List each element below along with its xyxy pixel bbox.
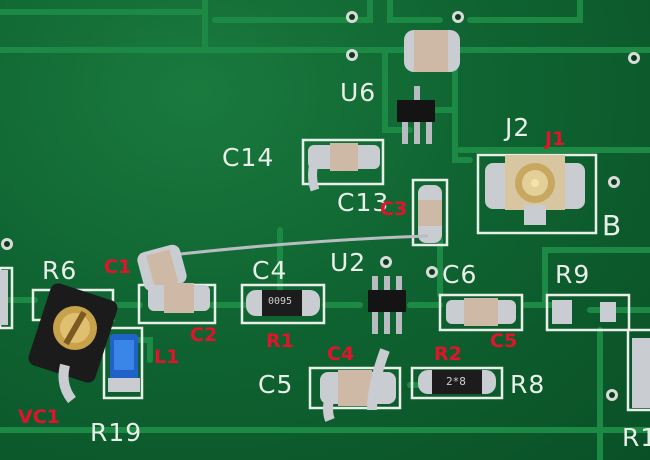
annotation-c1: C1 [104, 256, 132, 278]
annotation-c4: C4 [327, 343, 355, 365]
via-holes [1, 11, 640, 401]
ic-u6 [397, 86, 435, 144]
resistor-r1 [246, 290, 320, 316]
annotation-j1: J1 [545, 128, 566, 150]
silk-u2: U2 [330, 248, 367, 277]
jumper-wire [144, 234, 429, 260]
silk-c13: C13 [337, 188, 390, 217]
capacitor-c4 [320, 348, 396, 422]
ic-u2 [368, 276, 406, 334]
capacitor-top [404, 30, 460, 72]
inductor-l1 [108, 334, 140, 392]
silk-r6: R6 [42, 256, 78, 285]
silk-r1-edge: R1 [622, 423, 650, 452]
resistor-r2 [418, 370, 496, 394]
marking-r2: 2*8 [446, 375, 466, 388]
annotation-c2: C2 [190, 324, 218, 346]
marking-r1: 0095 [268, 296, 293, 307]
capacitor-c1 [137, 244, 187, 292]
capacitor-c14 [308, 143, 380, 192]
trimmer-vc1 [28, 283, 118, 404]
capacitor-c5 [446, 298, 516, 326]
silk-u6: U6 [340, 78, 377, 107]
annotation-vc1: VC1 [18, 406, 60, 428]
annotation-r2: R2 [434, 343, 462, 365]
silk-c4: C4 [252, 256, 288, 285]
silk-c5: C5 [258, 370, 294, 399]
annotation-l1: L1 [154, 346, 180, 368]
connector-j2 [485, 155, 585, 225]
capacitor-c2 [148, 283, 210, 313]
pads-r9 [552, 300, 616, 324]
edge-component [632, 338, 650, 408]
silk-j2: J2 [505, 113, 531, 142]
silk-c6: C6 [442, 260, 478, 289]
capacitor-c13 [418, 185, 442, 243]
edge-pad-left [0, 270, 8, 325]
annotation-r1: R1 [266, 330, 294, 352]
annotation-c3: C3 [380, 198, 408, 220]
annotation-c5: C5 [490, 330, 518, 352]
silk-b: B [602, 209, 623, 242]
silk-r9: R9 [555, 260, 591, 289]
silk-r19: R19 [90, 418, 143, 447]
silk-r8: R8 [510, 370, 546, 399]
silk-c14: C14 [222, 143, 275, 172]
